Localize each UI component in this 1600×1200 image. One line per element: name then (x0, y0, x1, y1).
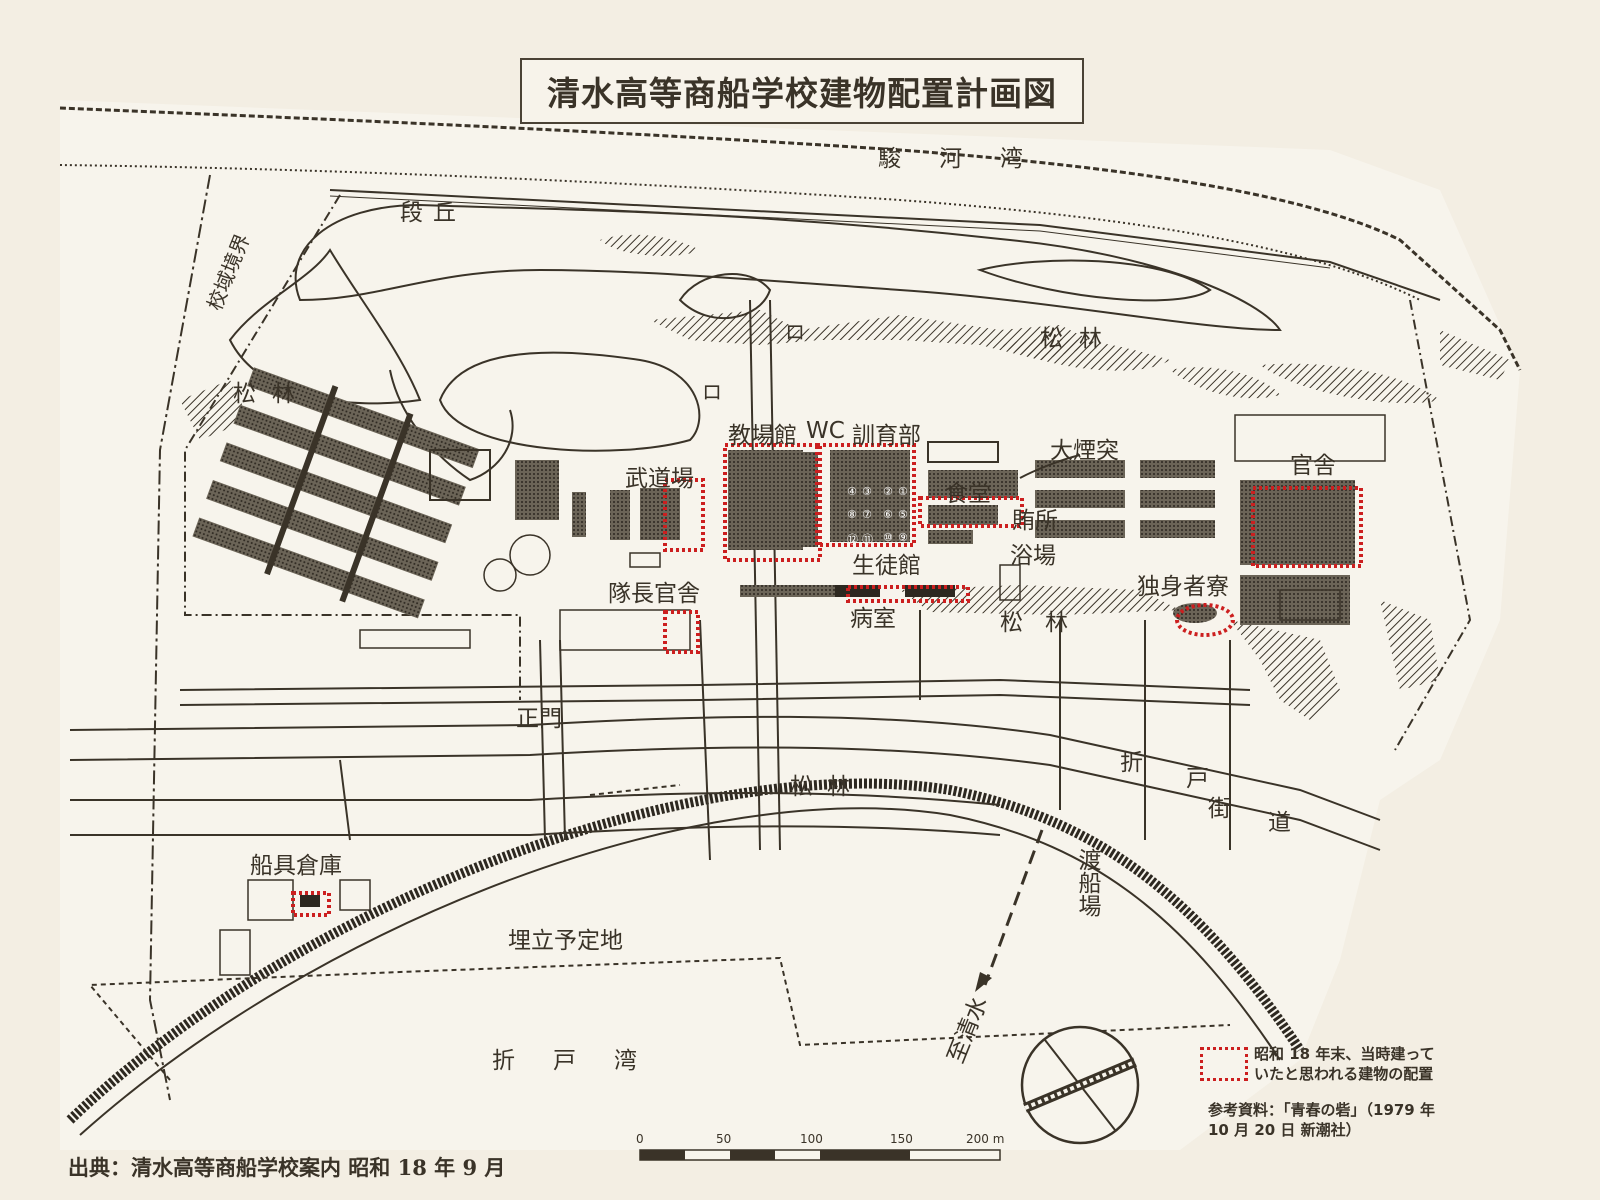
highlight-byoshitsu (846, 585, 970, 603)
legend-text-line2: いたと思われる建物の配置 (1254, 1065, 1434, 1083)
highlight-kansha (1251, 486, 1363, 568)
label-orido-bay: 折戸湾 (492, 1048, 675, 1074)
highlight-sengu-soko (291, 891, 331, 917)
seitokan-room-number: ① (898, 485, 908, 498)
legend-dotted-key (1200, 1047, 1248, 1081)
label-sengu-soko: 船具倉庫 (250, 853, 342, 879)
reclamation-boundary (87, 784, 1231, 1081)
seitokan-room-number: ④ (847, 485, 857, 498)
highlight-shokudo (918, 496, 1024, 528)
reference-line1: 参考資料：「青春の砦」（1979 年 (1208, 1101, 1435, 1119)
seitokan-room-number: ⑥ (883, 508, 893, 521)
label-dankyu: 段丘 (400, 200, 466, 226)
seitokan-room-number: ② (883, 485, 893, 498)
label-seimon: 正門 (516, 706, 562, 732)
seitokan-room-number: ⑪ (862, 533, 873, 546)
label-dai-entotsu: 大煙突 (1050, 438, 1119, 464)
label-pond-2: ロ (702, 380, 722, 404)
seitokan-room-number: ⑨ (898, 531, 908, 544)
reference-line2: 10 月 20 日 新潮社） (1208, 1121, 1361, 1139)
label-kyojokan: 教場館 (728, 423, 797, 449)
highlight-taicho-kansha (663, 610, 700, 654)
southern-embankment (66, 778, 1305, 1136)
label-budojo: 武道場 (625, 466, 694, 492)
compass-rose-icon (1020, 1025, 1140, 1145)
label-makanaisho: 賄所 (1012, 508, 1058, 534)
map-title: 清水高等商船学校建物配置計画図 (520, 58, 1084, 124)
label-pine-middle: 松林 (1000, 610, 1090, 636)
seitokan-room-number: ⑦ (862, 508, 872, 521)
seitokan-room-number: ③ (862, 485, 872, 498)
label-umetate: 埋立予定地 (508, 928, 623, 954)
seitokan-room-number: ⑤ (898, 508, 908, 521)
label-suruga-bay: 駿河湾 (878, 146, 1061, 172)
west-barracks-block (192, 367, 691, 651)
label-kansha: 官舎 (1290, 453, 1336, 479)
label-watashibaba: 渡船場 (1074, 848, 1100, 917)
seitokan-room-number: ⑧ (847, 508, 857, 521)
scale-tick-label: 100 (800, 1132, 823, 1146)
source-citation: 出典：清水高等商船学校案内 昭和 18 年 9 月 (68, 1155, 506, 1180)
label-orido-kaido-3: 街 (1208, 796, 1231, 822)
highlight-kyojokan (723, 443, 822, 562)
seitokan-room-number: ⑩ (883, 531, 893, 544)
existing-building-highlights (291, 443, 1363, 917)
ferry-route-arrow (975, 829, 1044, 992)
label-kunikubu: 訓育部 (852, 423, 921, 449)
label-byoshitsu: 病室 (850, 606, 896, 632)
label-orido-kaido-1: 折 (1120, 750, 1143, 776)
northern-coastline (59, 106, 1522, 371)
pine-forest-hatching (180, 234, 1510, 720)
label-taicho-kansha: 隊長官舎 (608, 581, 700, 607)
label-pine-west: 松林 (233, 381, 311, 407)
scale-tick-label: 150 (890, 1132, 913, 1146)
label-pond-1: ロ (785, 320, 805, 344)
scale-tick-label: 200 m (966, 1132, 1005, 1146)
label-orido-kaido-4: 道 (1268, 810, 1291, 836)
highlight-budojo (663, 478, 705, 552)
label-seitokan: 生徒館 (852, 553, 921, 579)
school-boundary-line (148, 174, 1472, 1101)
seitokan-room-number: ⑫ (847, 533, 858, 546)
highlight-kunikubu (815, 443, 916, 547)
main-campus-buildings (219, 414, 1386, 976)
scale-tick-label: 50 (716, 1132, 732, 1146)
road-network (69, 299, 1381, 861)
legend-text-line1: 昭和 18 年末、当時建って (1254, 1045, 1435, 1063)
label-orido-kaido-2: 戸 (1186, 766, 1209, 792)
scale-bar (639, 1149, 1001, 1161)
highlight-dokushin (1175, 603, 1235, 637)
label-wc: WC (806, 418, 845, 444)
label-pine-northeast: 松林 (1040, 326, 1118, 352)
label-yokujo: 浴場 (1010, 543, 1056, 569)
label-shokudo: 食堂 (945, 481, 991, 507)
label-dokushinsha-ryo: 独身者寮 (1137, 574, 1229, 600)
label-pine-south: 松林 (790, 774, 864, 800)
scale-tick-label: 0 (636, 1132, 644, 1146)
